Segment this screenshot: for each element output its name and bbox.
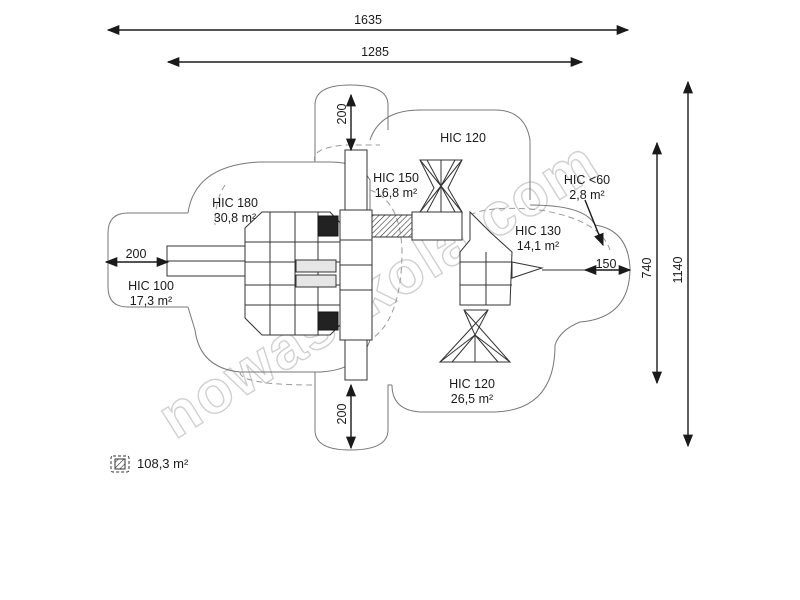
hic60-pointer (584, 199, 604, 247)
hic150-label: HIC 150 (373, 171, 419, 185)
legend-total-area: 108,3 m² (137, 456, 189, 471)
dim-top-extension: 200 (335, 104, 349, 125)
dim-inner-width: 1285 (361, 45, 389, 59)
hic60-label: HIC <60 (564, 173, 610, 187)
zone-labels: HIC 180 30,8 m² HIC 150 16,8 m² HIC 120 … (128, 131, 610, 406)
dim-left-extension: 200 (126, 247, 147, 261)
dim-total-width: 1635 (354, 13, 382, 27)
hatched-square-icon (110, 455, 130, 473)
safety-zones (107, 84, 631, 451)
bridge (371, 214, 413, 238)
roof-panel-top (317, 215, 339, 237)
hic60-area: 2,8 m² (569, 188, 604, 202)
dimension-lines: 1635 1285 1140 740 200 200 200 150 (104, 13, 694, 450)
hic130-label: HIC 130 (515, 224, 561, 238)
hic120-top-label: HIC 120 (440, 131, 486, 145)
dim-inner-height: 740 (640, 258, 654, 279)
spike-right (511, 261, 544, 279)
dim-total-height: 1140 (671, 257, 685, 284)
dim-right-extension: 150 (596, 257, 617, 271)
hic100-label: HIC 100 (128, 279, 174, 293)
playground-equipment (166, 149, 590, 381)
hic130-area: 14,1 m² (517, 239, 559, 253)
hic180-area: 30,8 m² (214, 211, 256, 225)
hic100-area: 17,3 m² (130, 294, 172, 308)
hic120-bottom-label: HIC 120 (449, 377, 495, 391)
dim-bottom-extension: 200 (335, 404, 349, 425)
roof-panel-bottom (317, 311, 339, 331)
hic150-area: 16,8 m² (375, 186, 417, 200)
hic180-label: HIC 180 (212, 196, 258, 210)
hic120-bottom-area: 26,5 m² (451, 392, 493, 406)
